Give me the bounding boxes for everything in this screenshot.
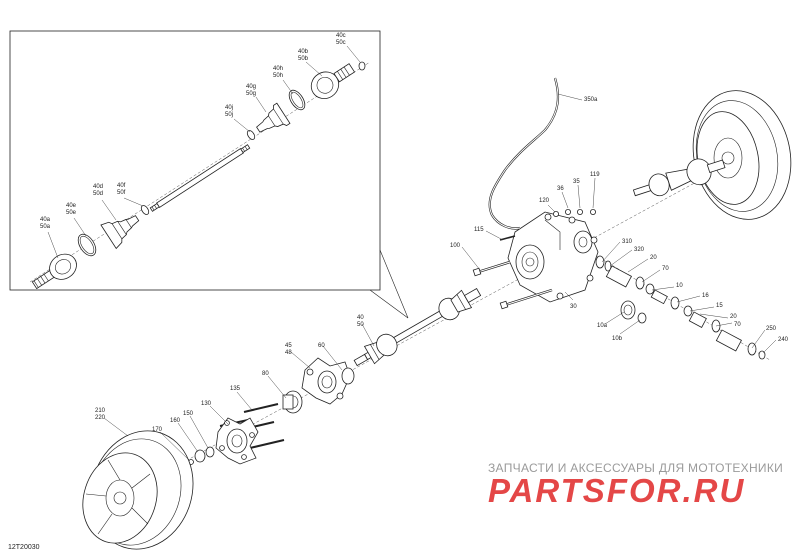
label-35: 35 [573, 179, 580, 185]
hub-knuckle [301, 357, 351, 405]
label-50g: 50g [246, 91, 256, 97]
label-160: 160 [170, 418, 181, 424]
label-10: 10 [676, 283, 683, 289]
label-50f: 50f [117, 190, 126, 196]
label-40f: 40f [117, 183, 126, 189]
main-shaft [353, 287, 482, 367]
label-70a: 70 [662, 266, 669, 272]
label-70b: 70 [734, 322, 741, 328]
label-320: 320 [634, 247, 645, 253]
label-48: 48 [285, 350, 292, 356]
label-119: 119 [590, 172, 600, 178]
label-50c: 50c [336, 40, 346, 46]
label-50d: 50d [93, 191, 103, 197]
label-310: 310 [622, 239, 633, 245]
label-40j: 40j [225, 105, 233, 111]
label-40c: 40c [336, 33, 346, 39]
label-100: 100 [450, 243, 461, 249]
label-220: 220 [95, 415, 106, 421]
inset-leaders [47, 45, 361, 259]
circlip [341, 367, 355, 385]
label-40h: 40h [273, 66, 283, 72]
bearing [282, 390, 303, 414]
label-36: 36 [557, 186, 564, 192]
right-shaft [632, 158, 726, 197]
main-labels: 350a 119 35 36 120 115 100 310 320 20 70… [95, 97, 789, 433]
label-240: 240 [778, 337, 789, 343]
nut [194, 449, 206, 463]
label-16: 16 [702, 293, 709, 299]
label-30: 30 [570, 304, 577, 310]
label-50e: 50e [66, 210, 77, 216]
label-50b: 50b [298, 56, 309, 62]
label-115: 115 [474, 227, 484, 233]
label-50a: 50a [40, 224, 51, 230]
label-45: 45 [285, 343, 292, 349]
left-wheel [82, 430, 194, 550]
inset-frame [9, 30, 381, 291]
label-60: 60 [318, 343, 325, 349]
label-40b: 40b [298, 49, 309, 55]
label-15: 15 [716, 303, 723, 309]
label-40a: 40a [40, 217, 51, 223]
label-10b: 10b [612, 336, 623, 342]
figure-id: 12T20030 [8, 544, 40, 551]
label-50: 50 [357, 322, 364, 328]
output-seal-parts [595, 255, 766, 360]
label-50h: 50h [273, 73, 283, 79]
differential [507, 211, 599, 303]
right-wheel [692, 90, 792, 220]
label-250: 250 [766, 326, 777, 332]
label-50j: 50j [225, 112, 233, 118]
label-350a: 350a [584, 97, 598, 103]
label-10a: 10a [597, 323, 608, 329]
inset-labels: 40c 50c 40b 50b 40h 50h 40g 50g 40j 50j … [40, 33, 346, 230]
label-20a: 20 [650, 255, 657, 261]
label-80: 80 [262, 371, 269, 377]
label-170: 170 [152, 427, 163, 433]
breather-hose [488, 77, 560, 230]
washer [205, 446, 215, 458]
label-40g: 40g [246, 84, 256, 90]
label-40d: 40d [93, 184, 103, 190]
label-150: 150 [183, 411, 194, 417]
label-20b: 20 [730, 314, 737, 320]
label-40: 40 [357, 315, 364, 321]
bolts [472, 208, 597, 310]
label-210: 210 [95, 408, 106, 414]
watermark-logo: PARTSFOR.RU [488, 472, 746, 509]
main-leaders [103, 93, 777, 461]
watermark-tagline: ЗАПЧАСТИ И АКСЕССУАРЫ ДЛЯ МОТОТЕХНИКИ [488, 461, 784, 475]
label-135: 135 [230, 386, 241, 392]
label-120: 120 [539, 198, 550, 204]
label-130: 130 [201, 401, 212, 407]
label-40e: 40e [66, 203, 77, 209]
inset-shaft-assembly [29, 61, 371, 290]
